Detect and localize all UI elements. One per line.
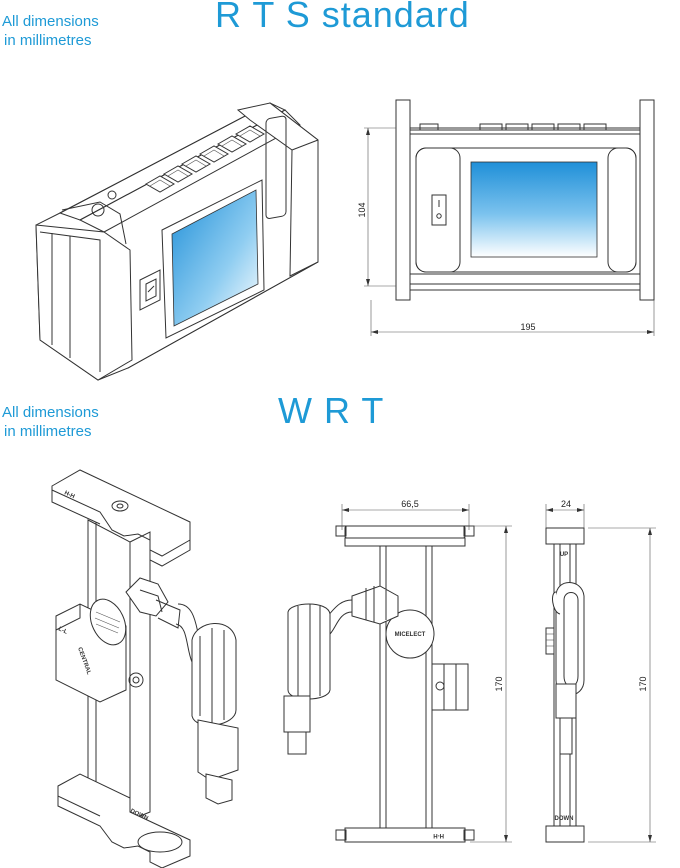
wrt-label-micelect: MICELECT	[395, 632, 426, 638]
rts-title: R T S standard	[215, 0, 470, 35]
wrt-iso-mark-top: H-H	[63, 490, 75, 500]
wrt-front-mark-bottom: H-H	[433, 832, 444, 838]
rts-dimensions-note: All dimensions in millimetres	[2, 12, 99, 50]
wrt-side-label-down: DOWN	[555, 816, 574, 822]
rts-dim-width: 195	[520, 322, 535, 332]
wrt-iso-mark-side: L-L	[57, 626, 68, 636]
rts-front-view: 104 195	[357, 99, 655, 336]
wrt-note-line1: All dimensions	[2, 404, 99, 421]
wrt-dimensions-note: All dimensions in millimetres	[2, 403, 99, 441]
rts-note-line1: All dimensions	[2, 13, 99, 30]
wrt-side-view: UP DOWN 24 170	[545, 499, 656, 843]
rts-front-screen	[470, 161, 598, 258]
rts-note-line2: in millimetres	[4, 32, 92, 49]
wrt-front-view: H-H MICELECT 66,5	[283, 499, 512, 843]
rts-isometric-view	[35, 102, 319, 381]
rts-top-connectors	[144, 125, 266, 193]
wrt-side-label-up: UP	[560, 552, 568, 558]
rts-iso-screen	[171, 189, 259, 327]
wrt-dim-width-side: 24	[561, 499, 571, 509]
wrt-title: W R T	[278, 390, 385, 431]
wrt-note-line2: in millimetres	[4, 423, 92, 440]
rts-dim-height: 104	[357, 202, 367, 217]
wrt-dim-width-front: 66,5	[401, 499, 419, 509]
wrt-dim-height-side: 170	[638, 676, 648, 691]
wrt-isometric-view: H-H L-L CENTRAL DOWN	[51, 469, 239, 868]
wrt-dim-height-front: 170	[494, 676, 504, 691]
